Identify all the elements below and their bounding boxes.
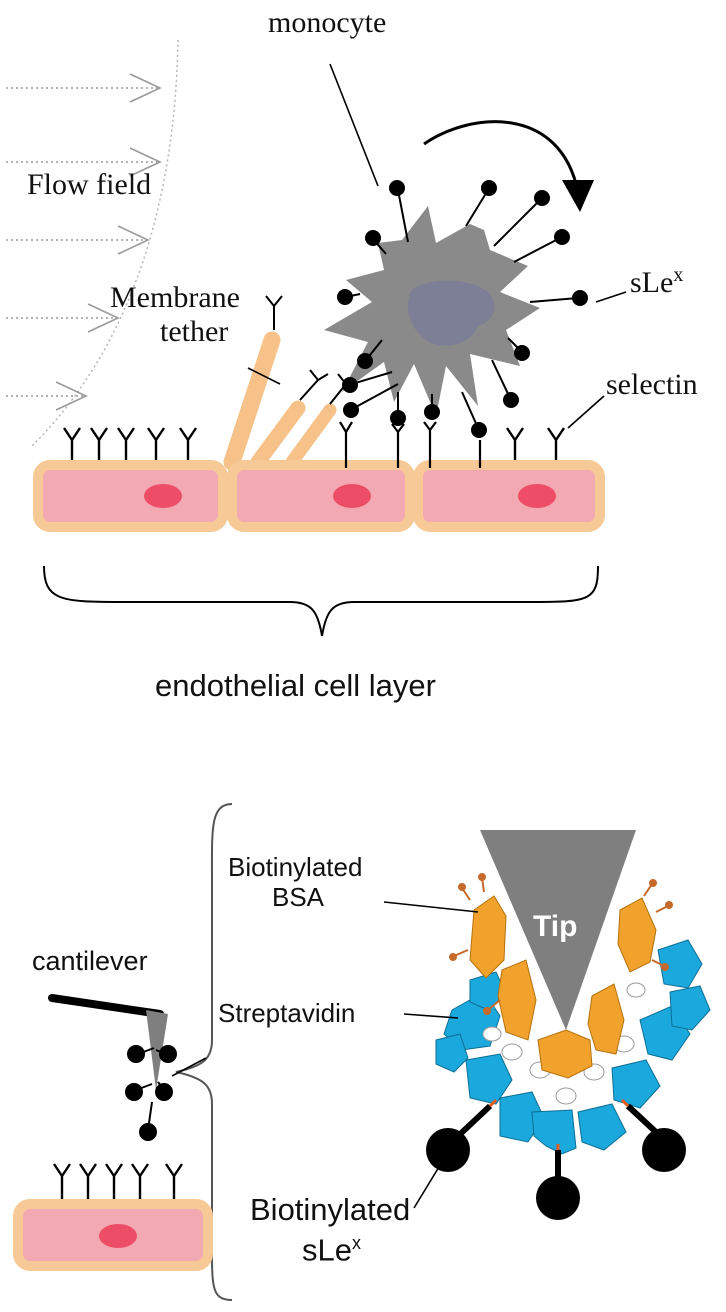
cantilever-pointer [171, 1057, 207, 1077]
rotation-arrow [423, 120, 580, 193]
flow-field-label: Flow field [27, 168, 152, 201]
bsa-pointer [383, 901, 479, 913]
tether-label-line1: Membrane [110, 281, 240, 314]
selectin-pointer [567, 395, 605, 429]
small-cell-nucleus [99, 1224, 137, 1248]
streptavidin-layer [435, 939, 711, 1155]
slex-detail-sup: x [351, 1233, 361, 1253]
strep-label: Streptavidin [218, 998, 356, 1028]
monocyte-label: monocyte [268, 6, 387, 39]
layer-label: endothelial cell layer [155, 668, 436, 703]
tether-receptors [265, 295, 357, 405]
rotation-arrowhead [562, 180, 594, 212]
slex-pointer [595, 291, 627, 303]
biotin-hairs [449, 873, 673, 1015]
cantilever-label: cantilever [32, 946, 148, 976]
bsa-layer [469, 895, 657, 1079]
selectin-label: selectin [606, 368, 698, 401]
afm-tip [480, 830, 636, 1030]
detail-slex-heads [426, 1128, 686, 1220]
slex-ligands [337, 180, 588, 438]
slex-label-sup: x [673, 264, 684, 286]
tether-pointer [247, 367, 281, 385]
slex-detail-label-line1: Biotinylated [250, 1192, 411, 1227]
strep-pointer [403, 1013, 459, 1019]
slex-detail-main: sLe [302, 1232, 352, 1268]
detail-slex-tethers [488, 1098, 630, 1150]
slex-detail-pointer [413, 1161, 443, 1209]
slex-detail-label-line2: sLex [302, 1234, 361, 1265]
monocyte-nucleus [408, 280, 495, 346]
small-cell-selectins [53, 1163, 183, 1202]
afm-brace [175, 803, 233, 1301]
bsa-label-line2: BSA [272, 882, 325, 912]
membrane-tethers [223, 331, 337, 471]
slex-label-main: sLe [630, 266, 674, 299]
endothelial-cells [33, 460, 605, 532]
tether-label-line2: tether [160, 315, 229, 348]
monocyte-pointer [329, 63, 379, 187]
bound-selectins [339, 421, 482, 468]
tip-label: Tip [533, 910, 578, 943]
cantilever-beam [48, 994, 164, 1018]
flow-profile-curve [29, 39, 179, 449]
bsa-label-line1: Biotinylated [228, 852, 363, 882]
cantilever-ligands [125, 1045, 177, 1141]
slex-label: sLex [630, 265, 683, 298]
flow-arrows [6, 73, 162, 411]
layer-brace [43, 565, 599, 637]
